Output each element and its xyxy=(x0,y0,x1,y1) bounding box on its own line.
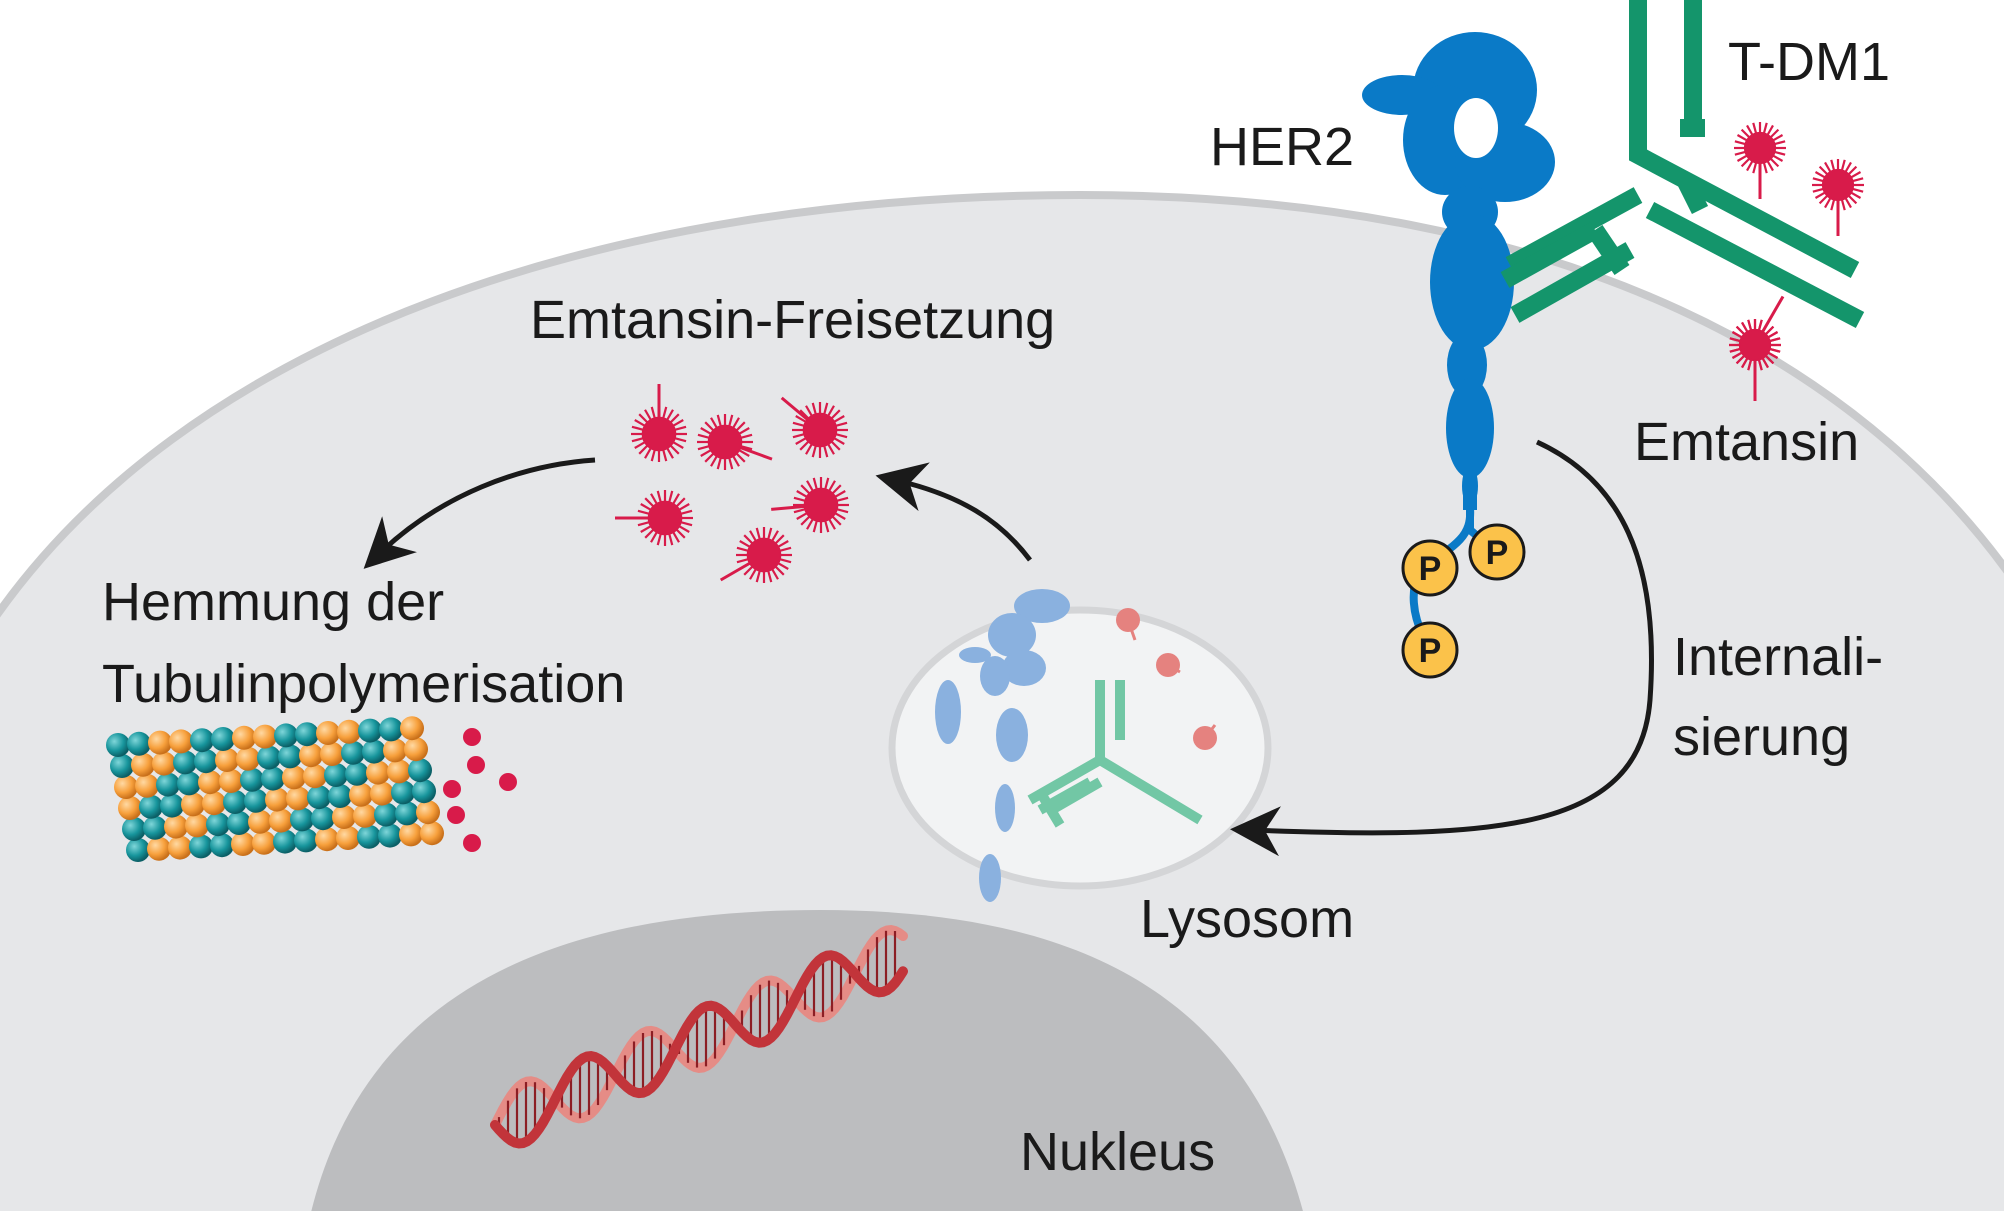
lysosome-to-release-arrow xyxy=(875,462,1032,562)
released-emtansin-cluster xyxy=(615,384,849,583)
phospho-group-3: P xyxy=(1401,621,1459,679)
phospho-group-2: P xyxy=(1468,523,1526,581)
microtubule-icon xyxy=(106,716,517,862)
svg-text:P: P xyxy=(1419,550,1442,588)
lysosome-label: Lysosom xyxy=(1140,889,1354,949)
t-dm1-label: T-DM1 xyxy=(1728,32,1890,92)
emtansin-release-label: Emtansin-Freisetzung xyxy=(530,290,1055,350)
inhibition-label-line1: Hemmung der xyxy=(102,572,444,632)
lysosome xyxy=(888,589,1272,902)
phospho-group-1: P xyxy=(1401,539,1459,597)
her2-label: HER2 xyxy=(1210,117,1354,177)
emtansin-label: Emtansin xyxy=(1634,412,1859,472)
svg-text:P: P xyxy=(1419,632,1442,670)
release-to-inhibition-arrow xyxy=(363,457,596,569)
nucleus-label: Nukleus xyxy=(1020,1122,1215,1182)
dna-helix-icon xyxy=(490,925,908,1149)
internalization-label-line2: sierung xyxy=(1673,707,1850,767)
svg-text:P: P xyxy=(1486,534,1509,572)
internalization-label-line1: Internali- xyxy=(1673,627,1883,687)
nucleus xyxy=(311,910,1303,1211)
emtansin-payloads-on-antibody xyxy=(1729,122,1864,401)
t-dm1-antibody-icon xyxy=(1500,0,1865,328)
inhibition-label-line2: Tubulinpolymerisation xyxy=(102,654,625,714)
her2-receptor-icon xyxy=(1362,32,1555,642)
internalization-arrow xyxy=(1230,439,1654,857)
